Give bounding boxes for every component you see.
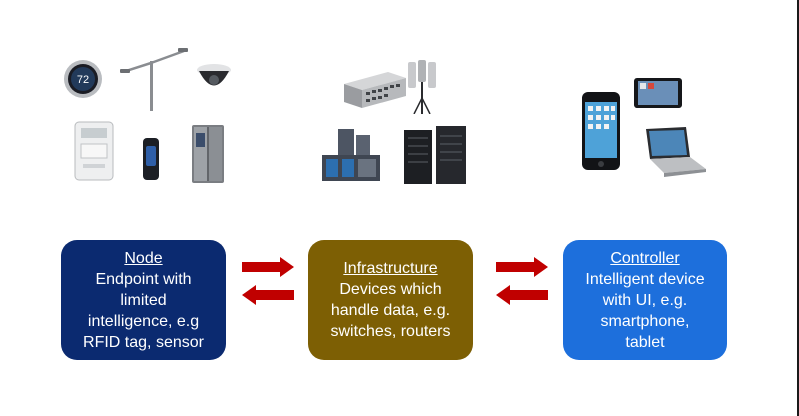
- infrastructure-box: Infrastructure Devices which handle data…: [308, 240, 473, 360]
- arrow-right-icon: [242, 257, 294, 277]
- controller-description: Intelligent device with UI, e.g. smartph…: [585, 270, 705, 351]
- infrastructure-title: Infrastructure: [343, 260, 438, 277]
- tablet-icon: [634, 78, 682, 108]
- smart-meter-icon: [74, 121, 114, 181]
- node-infrastructure-arrows: [242, 257, 294, 305]
- rfid-tag-icon: [143, 138, 159, 180]
- arrow-left-icon: [496, 285, 548, 305]
- node-description: Endpoint with limited intelligence, e.g …: [83, 270, 204, 351]
- network-switch-icon: [344, 72, 406, 108]
- infrastructure-description: Devices which handle data, e.g. switches…: [330, 281, 451, 340]
- controller-title: Controller: [610, 249, 680, 267]
- server-chassis-icon: [322, 129, 380, 181]
- smartphone-icon: [582, 92, 620, 170]
- svg-text:72: 72: [77, 74, 89, 86]
- arrow-left-icon: [242, 285, 294, 305]
- laptop-icon: [646, 127, 706, 177]
- controller-box: Controller Intelligent device with UI, e…: [563, 240, 727, 360]
- node-title: Node: [124, 249, 163, 267]
- cell-antenna-icon: [408, 60, 436, 114]
- node-box: Node Endpoint with limited intelligence,…: [61, 240, 226, 360]
- infrastructure-controller-arrows: [496, 257, 548, 305]
- street-lamp-icon: [120, 48, 188, 111]
- thermostat-icon: 72: [64, 60, 102, 98]
- server-rack-icon: [404, 126, 466, 184]
- page-right-border: [797, 0, 799, 416]
- arrow-right-icon: [496, 257, 548, 277]
- smart-fridge-icon: [192, 125, 224, 183]
- dome-camera-icon: [197, 64, 231, 86]
